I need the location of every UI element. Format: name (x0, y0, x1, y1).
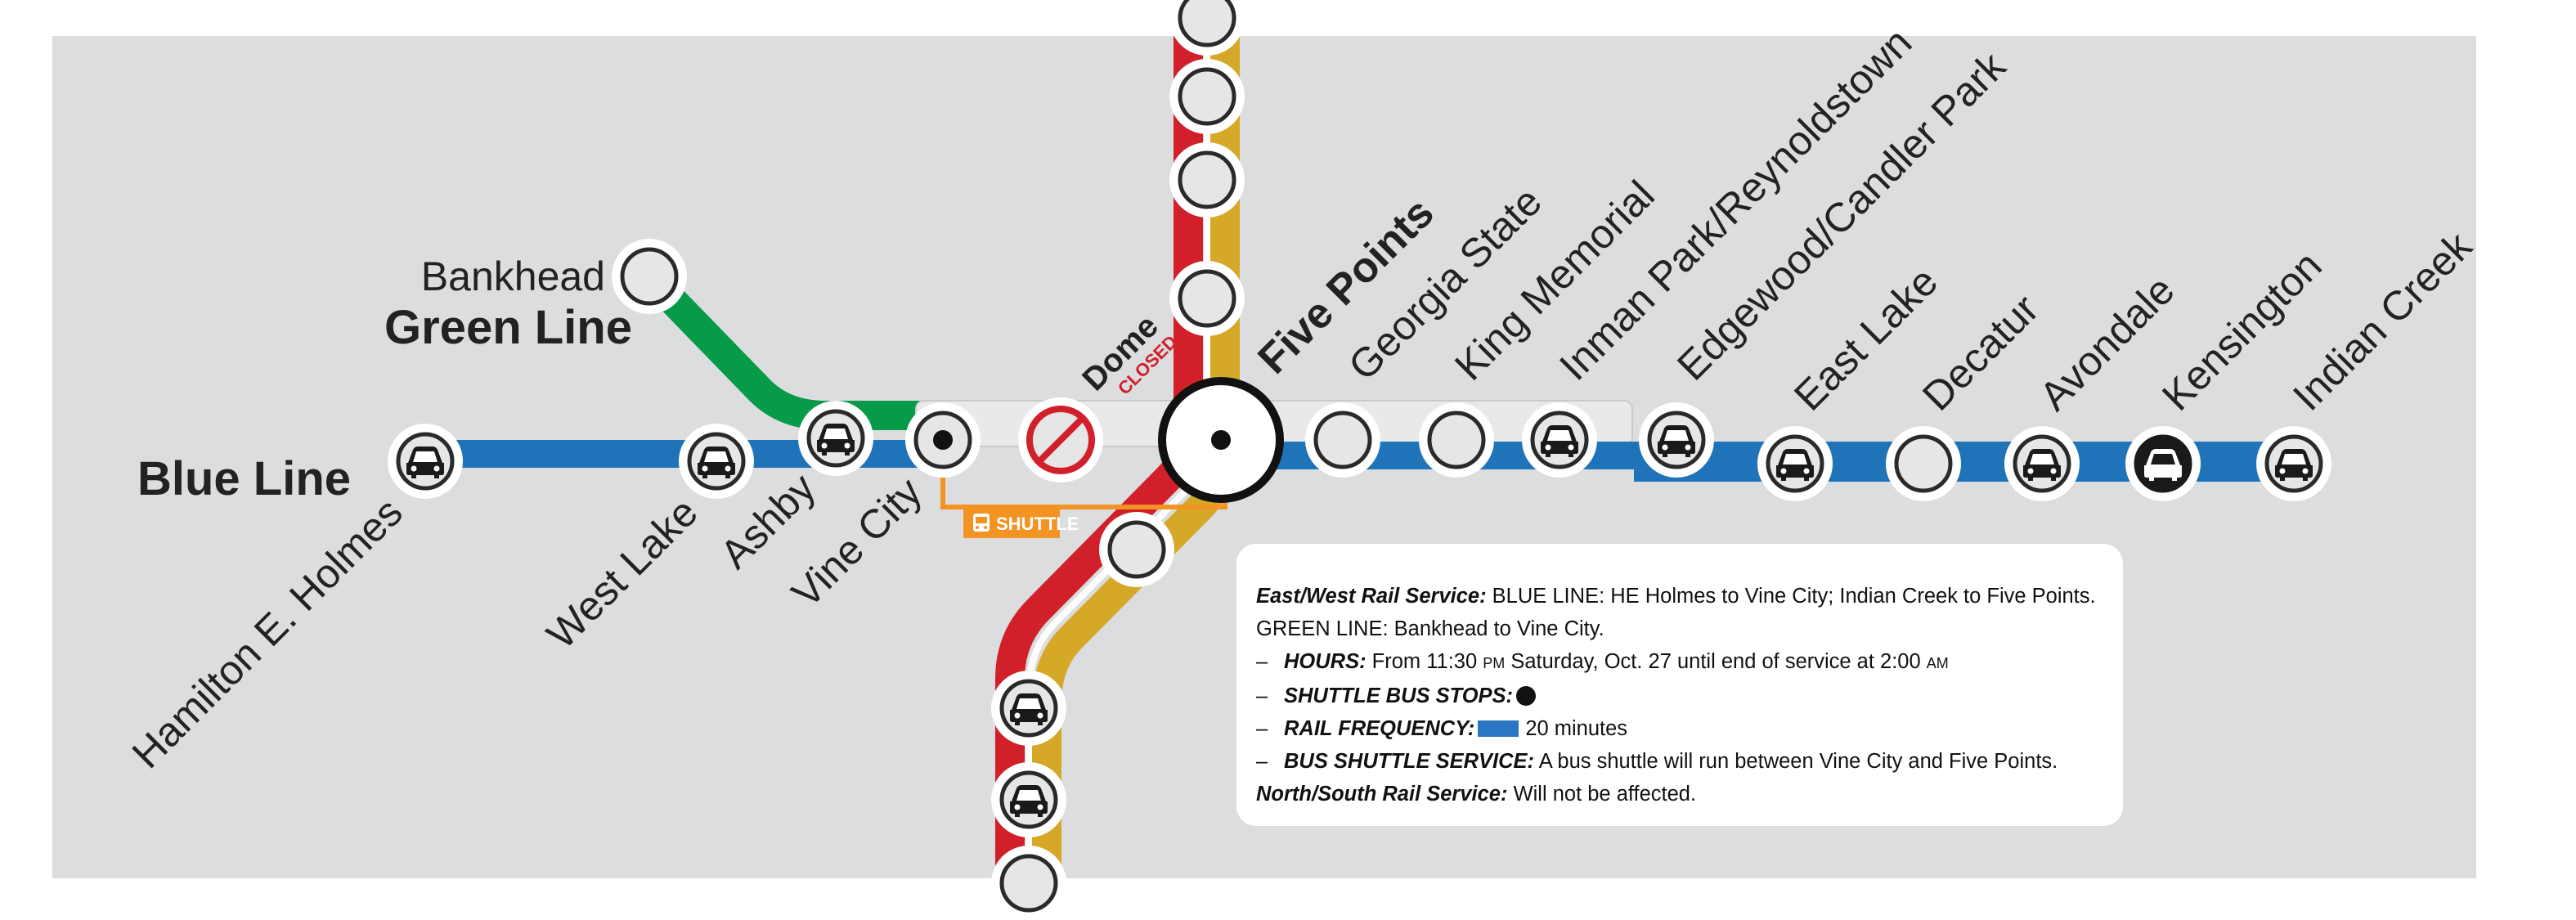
station-south-3 (991, 762, 1066, 837)
notice-frequency-label: RAIL FREQUENCY: (1284, 717, 1475, 740)
notice-bullet-hours: –HOURS: From 11:30 PM Saturday, Oct. 27 … (1256, 650, 1949, 673)
notice-hours-pm: PM (1483, 655, 1506, 671)
station-east-lake (1757, 426, 1833, 501)
station-north-4 (1169, 261, 1245, 336)
green-line-label: Green Line (384, 301, 632, 354)
notice-bullet-frequency: –RAIL FREQUENCY:20 minutes (1256, 717, 1628, 740)
notice-bullet-stops: –SHUTTLE BUS STOPS: (1256, 680, 2103, 712)
no-entry-icon (1018, 397, 1103, 482)
service-notice-panel: East/West Rail Service: BLUE LINE: HE Ho… (1236, 544, 2123, 826)
station-bankhead (612, 239, 687, 314)
notice-ew: East/West Rail Service: BLUE LINE: HE Ho… (1256, 580, 2103, 613)
station-kensington (2125, 426, 2201, 501)
station-vine-city (905, 402, 981, 478)
station-south-2 (991, 671, 1066, 746)
notice-shuttle-label: BUS SHUTTLE SERVICE: (1284, 750, 1535, 773)
station-king-memorial (1419, 402, 1494, 478)
notice-frequency-text: 20 minutes (1525, 717, 1628, 740)
shuttle-stop-symbol (1516, 686, 1537, 706)
station-north-1 (1169, 0, 1245, 56)
notice-hours-am: AM (1926, 655, 1949, 671)
station-south-4 (991, 846, 1066, 920)
station-avondale (2004, 426, 2080, 501)
notice-ns: North/South Rail Service: Will not be af… (1256, 778, 2103, 810)
notice-ew-title: East/West Rail Service: (1256, 585, 1487, 608)
notice-shuttle-text: A bus shuttle will run between Vine City… (1534, 750, 2058, 773)
station-georgia-state (1305, 402, 1380, 478)
station-north-2 (1169, 59, 1245, 134)
station-ashby (798, 401, 873, 476)
shuttle-label: SHUTTLE (996, 514, 1079, 534)
station-decatur (1886, 426, 1961, 501)
notice-hours-mid: Saturday, Oct. 27 until end of service a… (1505, 650, 1927, 673)
notice-ns-text: Will not be affected. (1507, 783, 1697, 806)
station-west-lake (679, 424, 754, 499)
station-south-1 (1099, 512, 1174, 587)
notice-ew-text: BLUE LINE: HE Holmes to Vine City; India… (1486, 585, 2096, 608)
station-five-points (1158, 377, 1284, 503)
notice-bullet-shuttle: –BUS SHUTTLE SERVICE: A bus shuttle will… (1256, 750, 2058, 773)
station-indian-creek (2256, 426, 2331, 501)
label-bankhead: Bankhead (421, 254, 605, 299)
station-edgewood (1639, 402, 1714, 478)
notice-ew-text2: GREEN LINE: Bankhead to Vine City. (1256, 617, 1604, 640)
station-inman-park (1522, 402, 1597, 478)
notice-hours-pre: From 11:30 (1366, 650, 1483, 673)
bus-icon (973, 514, 990, 532)
frequency-symbol (1478, 720, 1519, 737)
station-north-3 (1169, 142, 1245, 218)
blue-line-label: Blue Line (137, 452, 351, 505)
notice-stops-label: SHUTTLE BUS STOPS: (1284, 684, 1514, 707)
station-hamilton (388, 424, 463, 499)
notice-ns-title: North/South Rail Service: (1256, 783, 1508, 806)
notice-hours-label: HOURS: (1284, 650, 1367, 673)
